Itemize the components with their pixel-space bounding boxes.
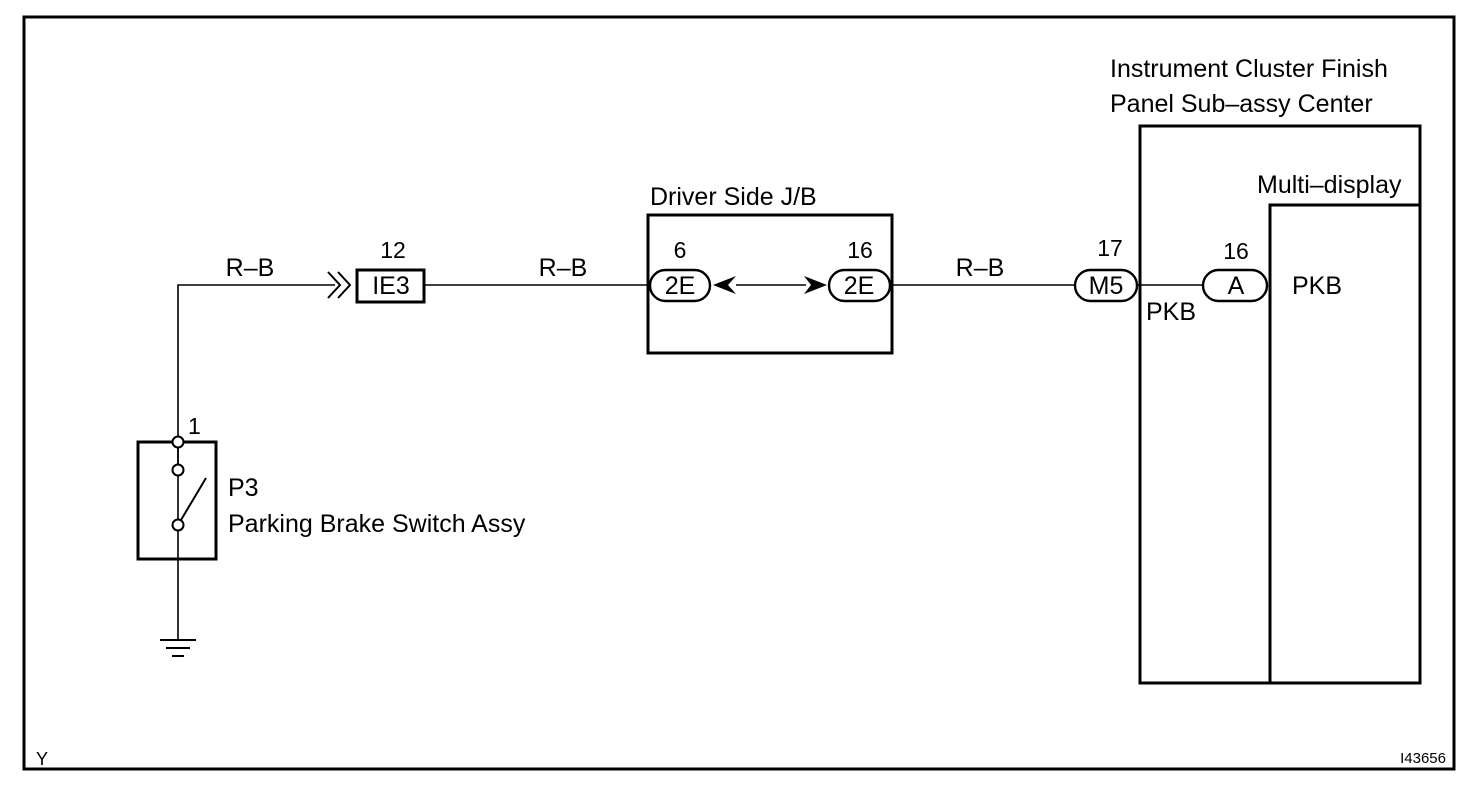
switch-pin-terminal-icon — [171, 435, 185, 449]
instrument-cluster-title-line1: Instrument Cluster Finish — [1110, 55, 1388, 83]
connector-arrow-icon — [327, 271, 352, 299]
switch-pin-number: 1 — [188, 413, 201, 439]
connector-jb-in-label: 2E — [665, 272, 696, 300]
connector-jb-in-pin: 6 — [674, 237, 687, 263]
connector-jb-out-label: 2E — [844, 272, 875, 300]
switch-contact-icon — [171, 518, 185, 532]
switch-contact-icon — [171, 463, 185, 477]
connector-a-label: A — [1228, 272, 1245, 300]
multi-display-title: Multi–display — [1257, 171, 1402, 199]
footer-left: Y — [36, 749, 48, 769]
switch-lever-icon — [180, 477, 207, 521]
ground-icon — [160, 639, 196, 657]
connector-ie3-label: IE3 — [372, 272, 410, 300]
cluster-terminal-label: PKB — [1146, 298, 1196, 326]
wire-switch-to-ie3 — [177, 284, 335, 640]
connector-ie3-pin: 12 — [380, 237, 406, 263]
parking-switch-code: P3 — [228, 474, 259, 502]
wire-label-seg3: R–B — [956, 254, 1005, 282]
instrument-cluster-title-line2: Panel Sub–assy Center — [1110, 90, 1373, 118]
connector-a-pin: 16 — [1223, 238, 1249, 264]
multi-display-box — [1268, 203, 1422, 685]
parking-switch-name: Parking Brake Switch Assy — [228, 510, 526, 538]
connector-ie3: IE3 12 — [327, 237, 426, 304]
connector-a: A 16 — [1201, 238, 1269, 303]
connector-jb-in: 2E 6 — [648, 237, 736, 303]
connector-jb-out: 2E 16 — [804, 237, 892, 303]
wire-label-seg1: R–B — [226, 254, 275, 282]
driver-jb-box — [646, 213, 894, 355]
connector-jb-out-pin: 16 — [847, 237, 873, 263]
driver-jb-title: Driver Side J/B — [650, 183, 817, 211]
wire-label-seg2: R–B — [539, 254, 588, 282]
diagram-frame — [22, 15, 1456, 771]
parking-brake-switch: 1 — [136, 413, 218, 561]
figure-id: I43656 — [1400, 750, 1446, 767]
jb-terminal-left-icon — [713, 276, 736, 294]
connector-m5-pin: 17 — [1097, 235, 1123, 261]
jb-terminal-right-icon — [804, 276, 827, 294]
instrument-cluster-box — [1138, 124, 1422, 685]
connector-m5-label: M5 — [1089, 272, 1124, 300]
connector-m5: M5 17 — [1073, 235, 1139, 303]
multi-display-terminal: PKB — [1292, 272, 1342, 300]
parking-switch-box — [136, 440, 218, 561]
